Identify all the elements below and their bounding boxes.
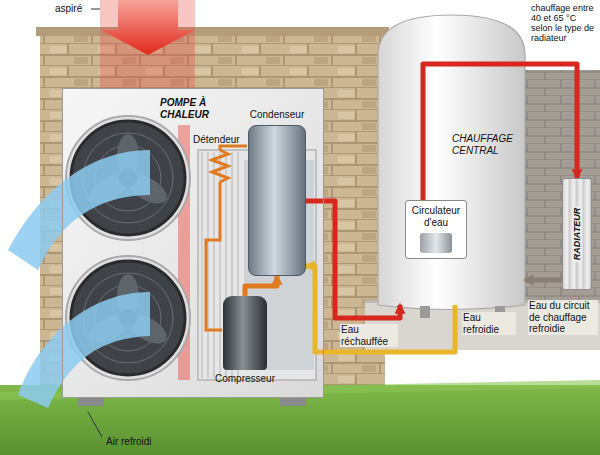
air-intake-label: aspiré <box>55 3 95 15</box>
temperature-note: chauffage entre 40 et 65 °C selon le typ… <box>531 3 597 43</box>
water-pipe <box>525 278 562 283</box>
condenser: Condenseur <box>248 109 306 276</box>
expansion-valve-label: Détendeur <box>193 134 245 146</box>
water-pipe <box>423 64 577 200</box>
radiator: RADIATEUR <box>562 178 592 290</box>
condenser-body <box>248 125 306 276</box>
storage-tank: CHAUFFAGE CENTRAL Circulateur d'eau <box>378 15 525 305</box>
pipe-label: Eau réchauffée <box>340 324 398 347</box>
node-label: Condenseur <box>248 109 306 121</box>
node-label: Circulateur d'eau <box>409 205 463 228</box>
water-circulator: Circulateur d'eau <box>405 200 467 259</box>
water-pipe <box>306 201 400 318</box>
node-label: RADIATEUR <box>572 206 582 262</box>
node-label: Compresseur <box>213 373 277 385</box>
pipe-label: Eau refroidie <box>462 312 516 335</box>
water-pipe <box>306 266 455 352</box>
compressor: Compresseur <box>213 296 277 385</box>
node-label: POMPE À CHALEUR <box>160 97 226 120</box>
pipe-label: Eau du circuit de chauffage refroidie <box>528 300 598 335</box>
compressor-body <box>223 296 267 370</box>
water-pipe <box>245 276 277 296</box>
water-circulator-body <box>420 233 452 253</box>
node-label: CHAUFFAGE CENTRAL <box>452 133 520 156</box>
cooled-air-label: Air refroidi <box>106 436 176 448</box>
